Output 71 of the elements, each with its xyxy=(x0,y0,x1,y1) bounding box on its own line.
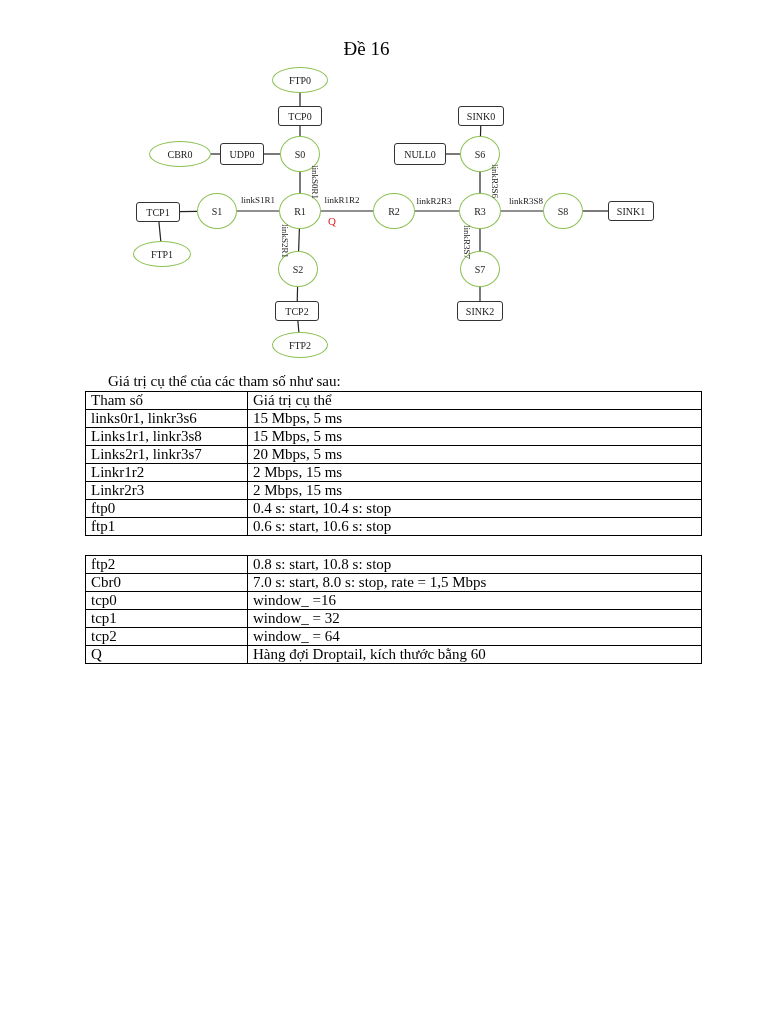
table-cell: Links2r1, linkr3s7 xyxy=(85,445,248,464)
table-cell: 2 Mbps, 15 ms xyxy=(247,481,702,500)
table-cell: 0.4 s: start, 10.4 s: stop xyxy=(247,499,702,518)
edge-label: linkS1R1 xyxy=(241,195,275,205)
table-cell: tcp2 xyxy=(85,627,248,646)
node-circle: S1 xyxy=(197,193,237,229)
connector-line xyxy=(263,153,281,155)
table-cell: ftp1 xyxy=(85,517,248,536)
edge-label: linkR3S8 xyxy=(509,196,543,206)
edge-label: linkR3S7 xyxy=(462,225,472,259)
node-ellipse: FTP2 xyxy=(272,332,328,358)
table-cell: Hàng đợi Droptail, kích thước bằng 60 xyxy=(247,645,702,664)
table-cell: Tham số xyxy=(85,391,248,410)
table-cell: 7.0 s: start, 8.0 s: stop, rate = 1,5 Mbps xyxy=(247,573,702,592)
edge-label: linkR3S6 xyxy=(490,164,500,198)
connector-line xyxy=(479,286,481,302)
connector-line xyxy=(479,228,481,252)
connector-line xyxy=(158,221,162,242)
table-cell: Q xyxy=(85,645,248,664)
node-circle: S8 xyxy=(543,193,583,229)
table-cell: 15 Mbps, 5 ms xyxy=(247,409,702,428)
node-ellipse: FTP1 xyxy=(133,241,191,267)
table-cell: ftp2 xyxy=(85,555,248,574)
connector-line xyxy=(414,210,460,212)
edge-label: linkS2R1 xyxy=(280,224,290,258)
edge-label: linkR1R2 xyxy=(324,195,360,205)
process-box: UDP0 xyxy=(220,143,264,165)
connector-line xyxy=(479,171,481,194)
process-box: TCP1 xyxy=(136,202,180,222)
table-cell: Linkr1r2 xyxy=(85,463,248,482)
connector-line xyxy=(299,92,301,107)
process-box: SINK1 xyxy=(608,201,654,221)
process-box: SINK0 xyxy=(458,106,504,126)
table-cell: tcp0 xyxy=(85,591,248,610)
intro-text: Giá trị cụ thể của các tham số như sau: xyxy=(108,373,341,390)
node-ellipse: FTP0 xyxy=(272,67,328,93)
connector-line xyxy=(445,153,461,155)
connector-line xyxy=(500,210,544,212)
queue-label: Q xyxy=(328,215,336,227)
table-cell: 2 Mbps, 15 ms xyxy=(247,463,702,482)
table-cell: ftp0 xyxy=(85,499,248,518)
table-cell: 15 Mbps, 5 ms xyxy=(247,427,702,446)
process-box: TCP2 xyxy=(275,301,319,321)
table-cell: Giá trị cụ thể xyxy=(247,391,702,410)
table-cell: window_ =16 xyxy=(247,591,702,610)
table-cell: Linkr2r3 xyxy=(85,481,248,500)
table-cell: window_ = 32 xyxy=(247,609,702,628)
connector-line xyxy=(236,210,280,212)
table-cell: tcp1 xyxy=(85,609,248,628)
connector-line xyxy=(299,125,301,137)
node-ellipse: CBR0 xyxy=(149,141,211,167)
table-cell: links0r1, linkr3s6 xyxy=(85,409,248,428)
connector-line xyxy=(298,228,300,252)
table-cell: Links1r1, linkr3s8 xyxy=(85,427,248,446)
table-cell: window_ = 64 xyxy=(247,627,702,646)
node-circle: R2 xyxy=(373,193,415,229)
table-cell: Cbr0 xyxy=(85,573,248,592)
title: Đề 16 xyxy=(342,38,391,60)
table-cell: 0.8 s: start, 10.8 s: stop xyxy=(247,555,702,574)
connector-line xyxy=(320,210,374,212)
connector-line xyxy=(582,210,609,212)
connector-line xyxy=(210,153,221,155)
edge-label: linkS0R1 xyxy=(310,165,320,199)
process-box: SINK2 xyxy=(457,301,503,321)
table-cell: 0.6 s: start, 10.6 s: stop xyxy=(247,517,702,536)
process-box: NULL0 xyxy=(394,143,446,165)
connector-line xyxy=(299,171,301,194)
edge-label: linkR2R3 xyxy=(416,196,452,206)
process-box: TCP0 xyxy=(278,106,322,126)
table-cell: 20 Mbps, 5 ms xyxy=(247,445,702,464)
connector-line xyxy=(297,320,300,333)
